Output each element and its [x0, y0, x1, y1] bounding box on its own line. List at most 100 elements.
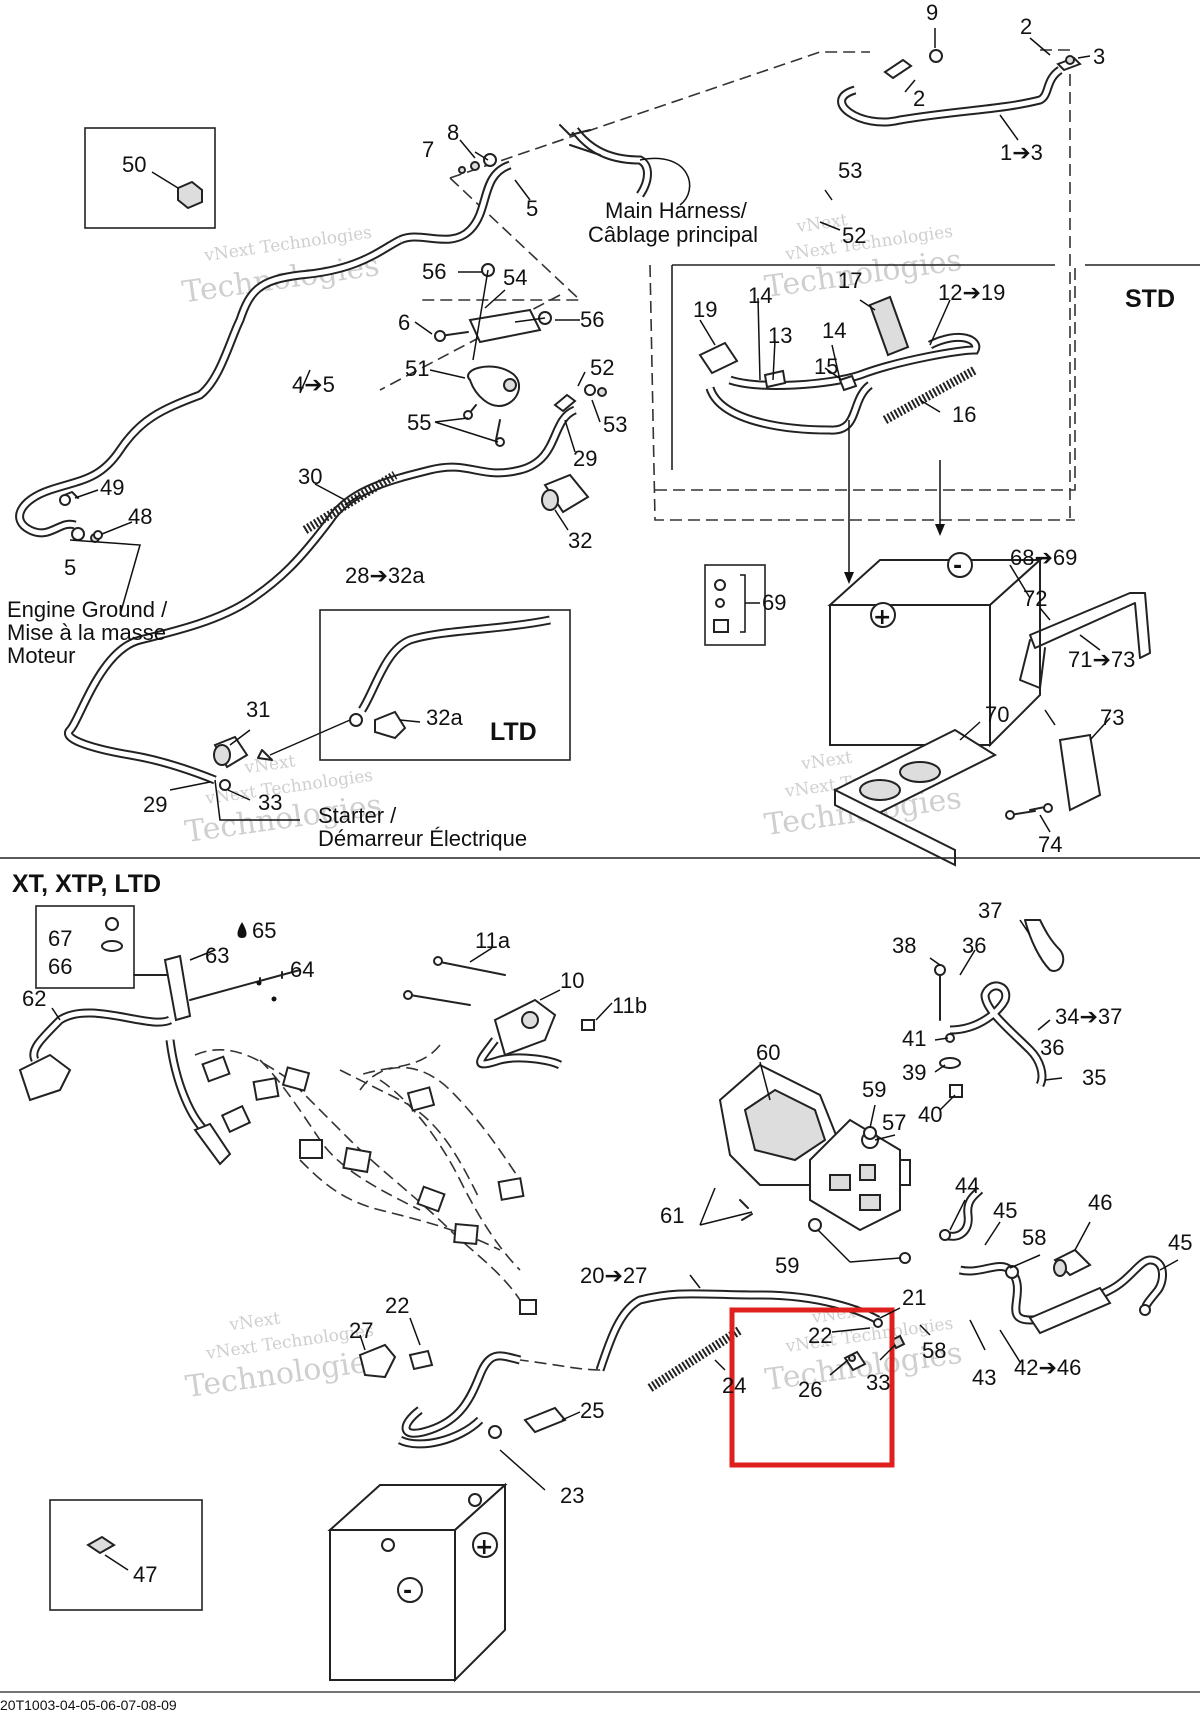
part-label: 50 [122, 152, 146, 177]
ecm-bracket-62-63 [18, 954, 301, 1166]
part-label: 22 [385, 1293, 409, 1318]
part-label: 16 [952, 402, 976, 427]
svg-text:-: - [953, 554, 962, 579]
hardware-box-66-67 [35, 905, 135, 989]
watermark-text: vNext [794, 210, 848, 237]
part-50-box [84, 127, 216, 229]
note-engine-ground: Moteur [7, 643, 75, 668]
boot-27 [358, 1343, 397, 1379]
section-label-std: STD [1125, 285, 1175, 313]
hardware-box-69 [704, 564, 766, 646]
part-label: 12➔19 [938, 280, 1005, 305]
part-number-labels: 9 2 3 2 1➔3 50 7 8 5 Main Harness/ Câbla… [7, 0, 1192, 1587]
part-label: 64 [290, 957, 314, 982]
part-label: 51 [405, 356, 429, 381]
note-main-harness: Main Harness/ [605, 198, 748, 223]
part-label: 73 [1100, 705, 1124, 730]
engine-harness [194, 1049, 537, 1315]
part-label: 9 [926, 0, 938, 25]
part-label: 29 [143, 792, 167, 817]
cover-17 [868, 295, 910, 357]
part-label: 42➔46 [1014, 1355, 1081, 1380]
battery-std: + - [827, 420, 1043, 748]
part-label: 48 [128, 504, 152, 529]
part-label: 67 [48, 926, 72, 951]
parts-52-53-mid [553, 384, 607, 413]
part-label: 61 [660, 1203, 684, 1228]
cable-5-top [397, 153, 512, 245]
note-engine-ground: Mise à la masse [7, 620, 166, 645]
note-starter: Démarreur Électrique [318, 826, 527, 851]
cable-28-32a [63, 405, 578, 791]
part-label: 56 [580, 307, 604, 332]
part-label: 32a [426, 705, 463, 730]
part-label: 54 [503, 265, 527, 290]
part-label: 60 [756, 1040, 780, 1065]
part-label: 32 [568, 528, 592, 553]
leader-lines [51, 28, 1179, 1491]
part-label: 5 [64, 555, 76, 580]
part-label: 29 [573, 446, 597, 471]
svg-text:-: - [403, 1579, 412, 1604]
part-label: 74 [1038, 832, 1062, 857]
part-label: 33 [258, 790, 282, 815]
part-label: 53 [603, 412, 627, 437]
battery-strap-71-73 [1019, 592, 1151, 689]
part-label: 49 [100, 475, 124, 500]
part-label: 52 [842, 223, 866, 248]
clip-part-50 [177, 180, 203, 210]
boot-19 [698, 341, 739, 375]
boot-31 [213, 719, 351, 769]
sleeve-24 [647, 1326, 743, 1392]
part-label: 69 [762, 590, 786, 615]
part-label: 71➔73 [1068, 647, 1135, 672]
part-label: 45 [1168, 1230, 1192, 1255]
starter-solenoid-assembly [434, 263, 552, 447]
part-label: 35 [1082, 1065, 1106, 1090]
svg-text:+: + [475, 1535, 493, 1560]
part-label: 65 [252, 918, 276, 943]
part-47-box [49, 1499, 203, 1611]
battery-tray-70 [832, 728, 998, 867]
watermark-text: vNext [242, 751, 296, 778]
part-label: 13 [768, 323, 792, 348]
part-label: 36 [1040, 1035, 1064, 1060]
cable-20-27 [358, 1289, 881, 1449]
part-label: 24 [722, 1373, 746, 1398]
part-label: 70 [985, 702, 1009, 727]
section-label-xt: XT, XTP, LTD [12, 870, 161, 898]
part-label: 39 [902, 1060, 926, 1085]
part-label: 23 [560, 1483, 584, 1508]
watermark-text: vNext [227, 1308, 281, 1335]
part-label: 45 [993, 1198, 1017, 1223]
part-label: 56 [422, 259, 446, 284]
part-label: 46 [1088, 1190, 1112, 1215]
part-label: 4➔5 [292, 372, 335, 397]
part-label: 37 [978, 898, 1002, 923]
drop-icon [237, 922, 247, 938]
part-label: 47 [133, 1562, 157, 1587]
note-starter: Starter / [318, 803, 397, 828]
ltd-inset-box: LTD [319, 609, 571, 761]
cable-1-3 [837, 49, 1082, 127]
part-label: 20➔27 [580, 1263, 647, 1288]
boot-25 [523, 1406, 567, 1434]
part-label: 68➔69 [1010, 545, 1077, 570]
part-label: 66 [48, 954, 72, 979]
part-label: 59 [775, 1253, 799, 1278]
part-label: 11a [475, 928, 511, 953]
engine-ground-hardware [59, 494, 141, 616]
main-harness [559, 124, 691, 206]
connector-62 [18, 1053, 72, 1102]
dashed-connections-top [379, 49, 1076, 521]
std-section-frame: STD [671, 264, 1200, 470]
boot-32 [541, 473, 590, 514]
part-label: 14 [822, 318, 846, 343]
part-label: 2 [1020, 14, 1032, 39]
part-label: 58 [922, 1338, 946, 1363]
part-label: 5 [526, 196, 538, 221]
part-label: 63 [205, 943, 229, 968]
note-main-harness: Câblage principal [588, 222, 758, 247]
highlight-box [729, 1307, 895, 1468]
